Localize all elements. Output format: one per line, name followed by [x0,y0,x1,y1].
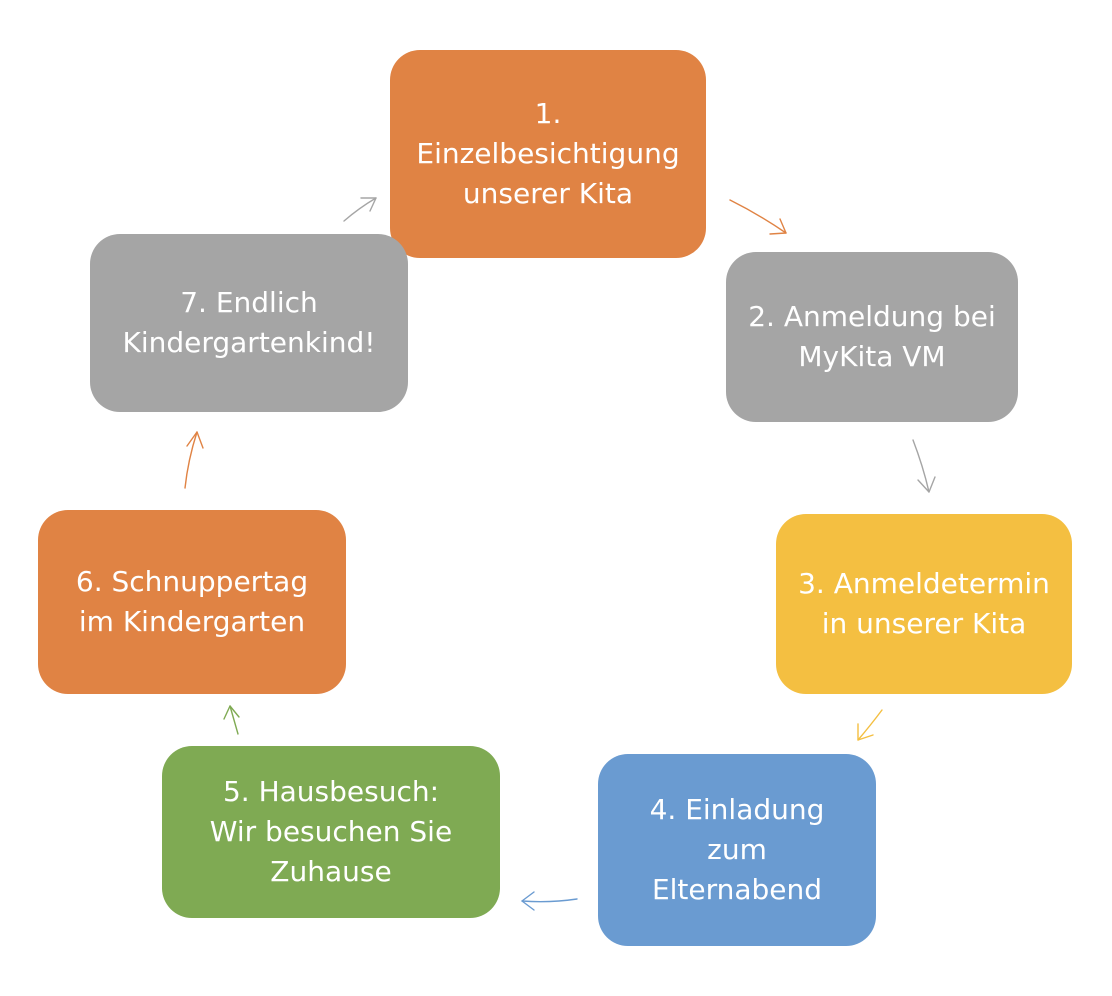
arrow-1-to-2 [729,199,787,235]
step-3-anmeldetermin: 3. Anmeldetermin in unserer Kita [776,514,1072,694]
arrow-2-to-3 [912,439,936,493]
arrow-7-to-1 [343,197,377,222]
step-4-einladung-elternabend: 4. Einladung zum Elternabend [598,754,876,946]
arrow-5-to-6 [223,705,240,735]
arrow-6-to-7 [184,431,204,489]
step-7-kindergartenkind: 7. Endlich Kindergartenkind! [90,234,408,412]
step-6-schnuppertag: 6. Schnuppertag im Kindergarten [38,510,346,694]
step-2-anmeldung: 2. Anmeldung bei MyKita VM [726,252,1018,422]
step-5-hausbesuch: 5. Hausbesuch: Wir besuchen Sie Zuhause [162,746,500,918]
step-1-einzelbesichtigung: 1. Einzelbesichtigung unserer Kita [390,50,706,258]
arrow-4-to-5 [521,891,578,911]
arrow-3-to-4 [857,709,883,741]
